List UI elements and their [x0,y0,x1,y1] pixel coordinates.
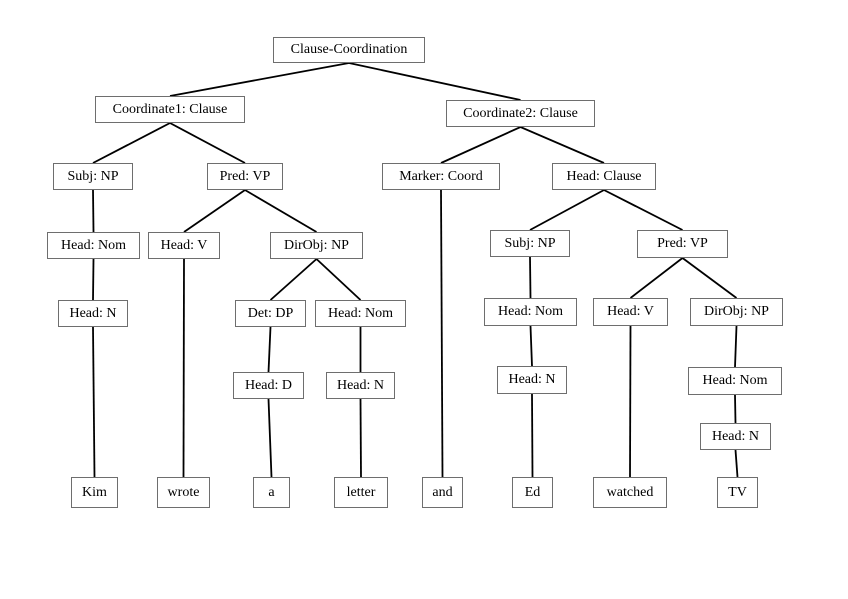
tree-node-pred-vp-1: Pred: VP [207,163,283,190]
tree-node-dirobj-np-1: DirObj: NP [270,232,363,259]
tree-edge-subj-np-2--head-nom-3 [529,256,532,299]
tree-node-head-n-4: Head: N [700,423,771,450]
tree-node-head-n-3: Head: N [497,366,567,394]
tree-edge-coordinate2-clause--head-clause [520,126,605,164]
tree-edge-dirobj-np-1--det-dp [269,258,318,301]
tree-leaf-word-a: a [253,477,290,508]
tree-leaf-word-ed: Ed [512,477,553,508]
tree-node-head-clause: Head: Clause [552,163,656,190]
tree-node-head-n-1: Head: N [58,300,128,327]
tree-edge-pred-vp-1--dirobj-np-1 [244,189,317,233]
tree-edge-head-nom-4--head-n-4 [734,394,737,424]
tree-leaf-word-letter: letter [334,477,388,508]
tree-edge-coordinate2-clause--marker-coord [440,126,521,164]
tree-node-coordinate2-clause: Coordinate2: Clause [446,100,595,127]
tree-node-head-v-1: Head: V [148,232,220,259]
tree-node-coordinate1-clause: Coordinate1: Clause [95,96,245,123]
tree-edge-clause-coordination--coordinate1-clause [169,62,350,97]
tree-edge-pred-vp-2--dirobj-np-2 [681,257,738,299]
tree-edge-head-n-1--word-kim [92,326,96,478]
tree-edge-det-dp--head-d [267,326,272,373]
tree-edge-head-nom-1--head-n-1 [92,258,95,301]
tree-leaf-word-kim: Kim [71,477,118,508]
tree-node-head-v-2: Head: V [593,298,668,326]
tree-leaf-word-and: and [422,477,463,508]
tree-edge-dirobj-np-2--head-nom-4 [734,325,738,368]
tree-edge-pred-vp-1--head-v-1 [183,189,246,233]
tree-edge-head-nom-3--head-n-3 [529,325,533,367]
tree-node-clause-coordination: Clause-Coordination [273,37,425,63]
tree-edge-subj-np-1--head-nom-1 [92,189,95,233]
tree-edge-coordinate1-clause--subj-np-1 [92,122,171,164]
tree-node-pred-vp-2: Pred: VP [637,230,728,258]
tree-node-subj-np-2: Subj: NP [490,230,570,257]
tree-leaf-word-tv: TV [717,477,758,508]
tree-node-marker-coord: Marker: Coord [382,163,500,190]
tree-node-dirobj-np-2: DirObj: NP [690,298,783,326]
tree-leaf-word-wrote: wrote [157,477,210,508]
tree-edge-head-n-4--word-tv [734,449,739,478]
tree-node-det-dp: Det: DP [235,300,306,327]
tree-edge-head-v-1--word-wrote [182,258,185,478]
tree-edge-dirobj-np-1--head-nom-2 [315,258,362,301]
tree-node-head-nom-3: Head: Nom [484,298,577,326]
tree-edge-head-n-3--word-ed [531,393,534,478]
tree-node-head-nom-4: Head: Nom [688,367,782,395]
tree-edge-head-clause--pred-vp-2 [603,189,683,231]
tree-node-head-d: Head: D [233,372,304,399]
tree-edge-pred-vp-2--head-v-2 [629,257,684,299]
tree-edge-head-clause--subj-np-2 [529,189,605,231]
tree-edge-head-v-2--word-watched [629,325,632,478]
tree-node-head-nom-2: Head: Nom [315,300,406,327]
tree-edge-clause-coordination--coordinate2-clause [348,62,521,101]
tree-edge-coordinate1-clause--pred-vp-1 [169,122,246,164]
tree-node-subj-np-1: Subj: NP [53,163,133,190]
tree-node-head-n-2: Head: N [326,372,395,399]
tree-edge-head-d--word-a [267,398,273,478]
tree-node-head-nom-1: Head: Nom [47,232,140,259]
tree-leaf-word-watched: watched [593,477,667,508]
tree-edge-marker-coord--word-and [440,189,444,478]
tree-edge-head-n-2--word-letter [359,398,362,478]
